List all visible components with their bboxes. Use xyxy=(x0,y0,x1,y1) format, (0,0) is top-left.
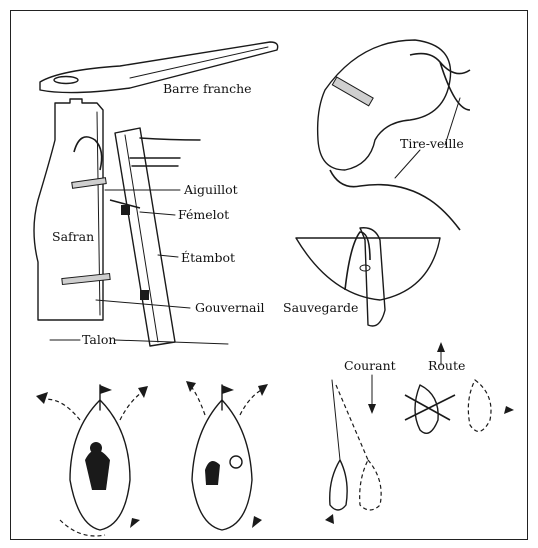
label-sauvegarde: Sauvegarde xyxy=(283,300,358,315)
label-barre-franche: Barre franche xyxy=(163,81,252,96)
label-safran: Safran xyxy=(52,229,94,244)
label-tire-veille: Tire-veille xyxy=(400,136,464,151)
label-femelot: Fémelot xyxy=(178,207,229,222)
boat-middle-drawing xyxy=(186,381,268,530)
sternpost-drawing xyxy=(110,128,200,346)
tire-veille-drawing xyxy=(318,40,470,230)
label-courant: Courant xyxy=(344,358,396,373)
label-etambot: Étambot xyxy=(181,250,235,265)
label-route: Route xyxy=(428,358,465,373)
rudder-blade-drawing xyxy=(34,99,110,320)
label-aiguillot: Aiguillot xyxy=(183,182,238,197)
label-talon: Talon xyxy=(82,332,116,347)
label-gouvernail: Gouvernail xyxy=(195,300,265,315)
boat-left-drawing xyxy=(36,385,148,536)
